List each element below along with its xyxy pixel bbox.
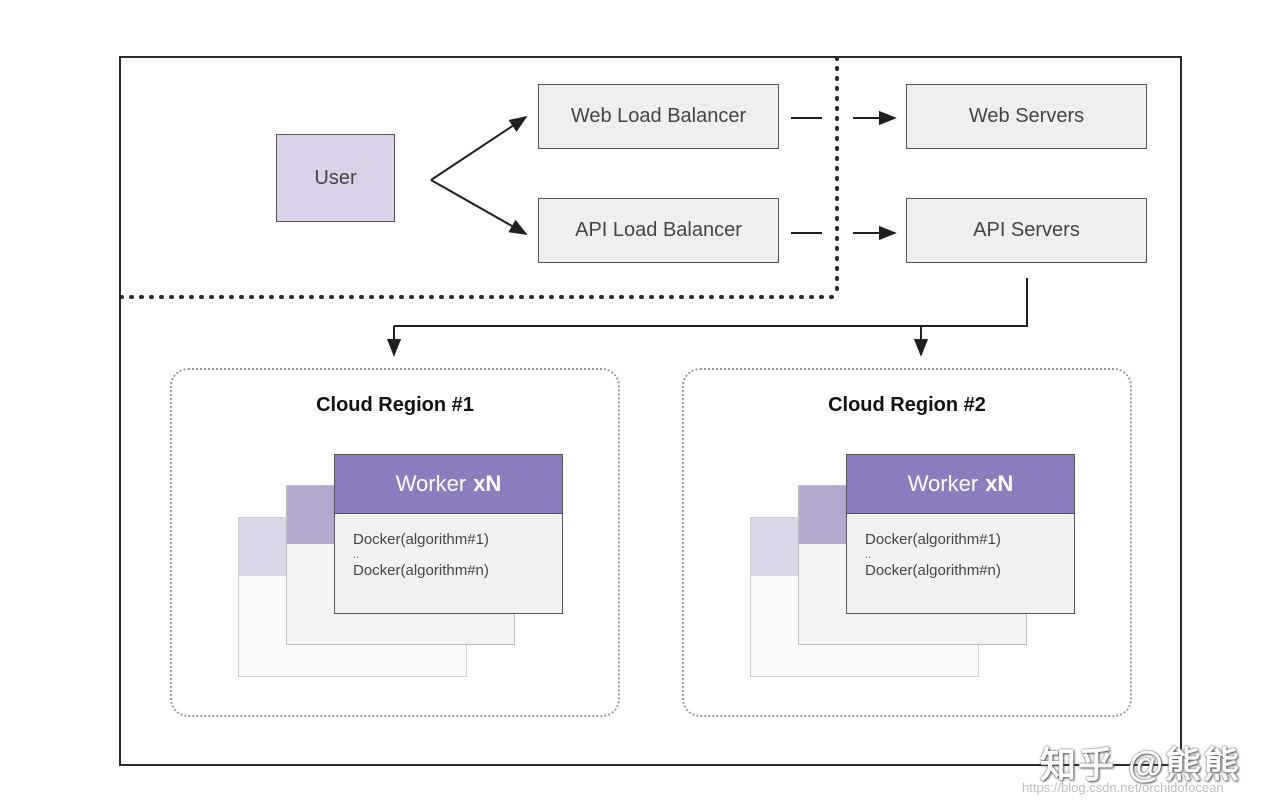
worker-line-first: Docker(algorithm#1)	[353, 531, 489, 548]
worker-card-header: Worker xN	[847, 455, 1074, 514]
worker-card-body: Docker(algorithm#1) .. Docker(algorithm#…	[335, 514, 562, 578]
cloud-region-2: Cloud Region #2 Worker xN Docker(algorit…	[682, 368, 1132, 717]
user-node: User	[276, 134, 395, 222]
arrow-user-to-api-lb	[430, 179, 528, 235]
api-servers-node: API Servers	[906, 198, 1147, 263]
watermark-text: 知乎 @熊熊	[1040, 744, 1242, 785]
cloud-region-1-title: Cloud Region #1	[316, 394, 474, 416]
user-label: User	[314, 166, 357, 189]
cloud-region-2-title: Cloud Region #2	[828, 394, 986, 416]
worker-label: Worker	[395, 471, 467, 496]
diagram-frame	[119, 56, 1182, 766]
api-servers-label: API Servers	[973, 219, 1080, 241]
worker-line-last: Docker(algorithm#n)	[865, 562, 1001, 579]
connector-api-servers-down	[394, 278, 1028, 327]
worker-card: Worker xN Docker(algorithm#1) .. Docker(…	[846, 454, 1075, 614]
worker-line-last: Docker(algorithm#n)	[353, 562, 489, 579]
worker-multiplier: xN	[473, 471, 502, 496]
watermark-url: https://blog.csdn.net/orchidofocean	[1022, 780, 1224, 795]
worker-card-header: Worker xN	[335, 455, 562, 514]
api-load-balancer-node: API Load Balancer	[538, 198, 779, 263]
worker-line-ellipsis: ..	[353, 549, 360, 561]
web-load-balancer-label: Web Load Balancer	[570, 105, 747, 127]
web-servers-node: Web Servers	[906, 84, 1147, 149]
worker-line-first: Docker(algorithm#1)	[865, 531, 1001, 548]
arrow-user-to-web-lb	[430, 116, 528, 181]
worker-multiplier: xN	[985, 471, 1014, 496]
cloud-region-1: Cloud Region #1 Worker xN Docker(algorit…	[170, 368, 620, 717]
worker-line-ellipsis: ..	[865, 549, 872, 561]
worker-label: Worker	[907, 471, 979, 496]
web-servers-label: Web Servers	[968, 105, 1085, 127]
worker-card-body: Docker(algorithm#1) .. Docker(algorithm#…	[847, 514, 1074, 578]
web-load-balancer-node: Web Load Balancer	[538, 84, 779, 149]
worker-card: Worker xN Docker(algorithm#1) .. Docker(…	[334, 454, 563, 614]
api-load-balancer-label: API Load Balancer	[575, 219, 742, 241]
